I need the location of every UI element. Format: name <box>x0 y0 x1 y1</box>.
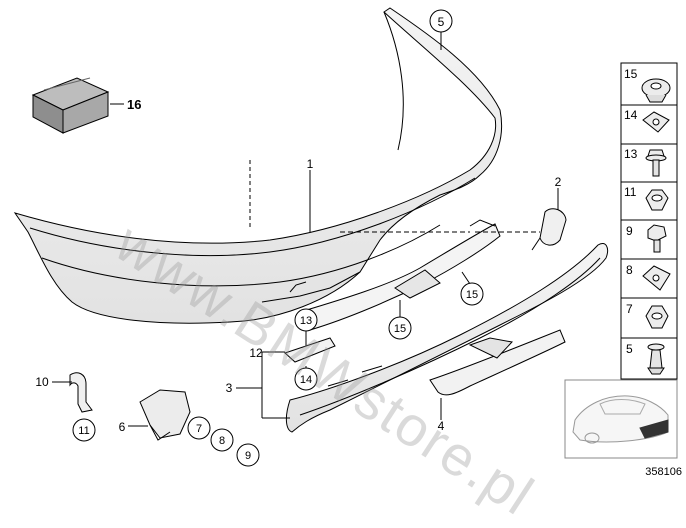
callout-9: 9 <box>236 443 260 467</box>
callout-16: 16 <box>110 97 141 112</box>
callout-15a: 15 <box>460 282 484 306</box>
adhesive-box <box>31 77 110 134</box>
hex-nut-small-icon <box>645 305 669 329</box>
callout-6-label: 6 <box>119 420 126 434</box>
bracket-upper <box>299 219 501 331</box>
side-bracket <box>284 337 336 363</box>
callout-9-label: 9 <box>245 450 251 462</box>
callout-3-label: 3 <box>226 381 233 395</box>
bumper-carrier <box>285 243 609 433</box>
callout-13: 13 <box>294 308 318 332</box>
sidebar-label-11: 11 <box>624 185 637 199</box>
diagram-id: 358106 <box>645 466 682 478</box>
sidebar-label-15: 15 <box>624 67 638 81</box>
callout-15a-label: 15 <box>466 289 478 301</box>
leader-lines <box>52 30 559 427</box>
parts-diagram: 16 5 1 2 15 15 13 <box>13 7 678 467</box>
callout-3: 3 <box>226 381 233 395</box>
callout-8-label: 8 <box>219 435 225 447</box>
callout-5-label: 5 <box>438 15 445 29</box>
callout-8: 8 <box>210 428 234 452</box>
callout-10: 10 <box>35 375 49 389</box>
flange-screw-icon <box>645 149 667 177</box>
sidebar-parts: 15 14 13 11 9 8 7 5 <box>620 62 678 380</box>
callout-6: 6 <box>119 420 126 434</box>
sidebar-label-8: 8 <box>626 263 633 277</box>
callout-1-label: 1 <box>307 157 314 171</box>
hex-nut-icon <box>645 189 669 211</box>
bumper-cover <box>13 7 503 324</box>
sidebar-label-13: 13 <box>624 147 638 161</box>
clip-nut-small-icon <box>642 265 671 291</box>
callout-4: 4 <box>438 419 445 433</box>
callout-7-label: 7 <box>196 423 202 435</box>
lower-diffuser <box>429 329 566 396</box>
sidebar-label-14: 14 <box>624 108 638 122</box>
callout-12-label: 12 <box>249 346 263 360</box>
callout-15b-label: 15 <box>394 323 406 335</box>
plastic-rivet-icon <box>647 343 665 375</box>
hook <box>69 372 93 413</box>
clip-nut-icon <box>642 111 670 133</box>
callout-2: 2 <box>555 175 562 189</box>
callout-11-label: 11 <box>78 425 89 437</box>
sidebar-label-9: 9 <box>626 224 633 238</box>
callout-16-label: 16 <box>127 97 141 112</box>
corner-bracket <box>139 389 191 441</box>
expanding-rivet-icon <box>641 78 671 103</box>
hex-bolt-icon <box>647 224 667 253</box>
callout-11: 11 <box>72 418 96 442</box>
callout-2-label: 2 <box>555 175 562 189</box>
callout-14: 14 <box>294 367 318 391</box>
vehicle-thumbnail <box>564 379 678 459</box>
callout-5: 5 <box>429 9 453 33</box>
callout-7: 7 <box>187 416 211 440</box>
sidebar-label-7: 7 <box>626 302 633 316</box>
callout-14-label: 14 <box>300 374 312 386</box>
sidebar-label-5: 5 <box>626 342 633 356</box>
callout-1: 1 <box>307 157 314 171</box>
callout-13-label: 13 <box>300 315 312 327</box>
callout-4-label: 4 <box>438 419 445 433</box>
reflector <box>531 208 567 251</box>
callout-12: 12 <box>249 346 263 360</box>
callout-10-label: 10 <box>35 375 49 389</box>
callout-15b: 15 <box>388 316 412 340</box>
